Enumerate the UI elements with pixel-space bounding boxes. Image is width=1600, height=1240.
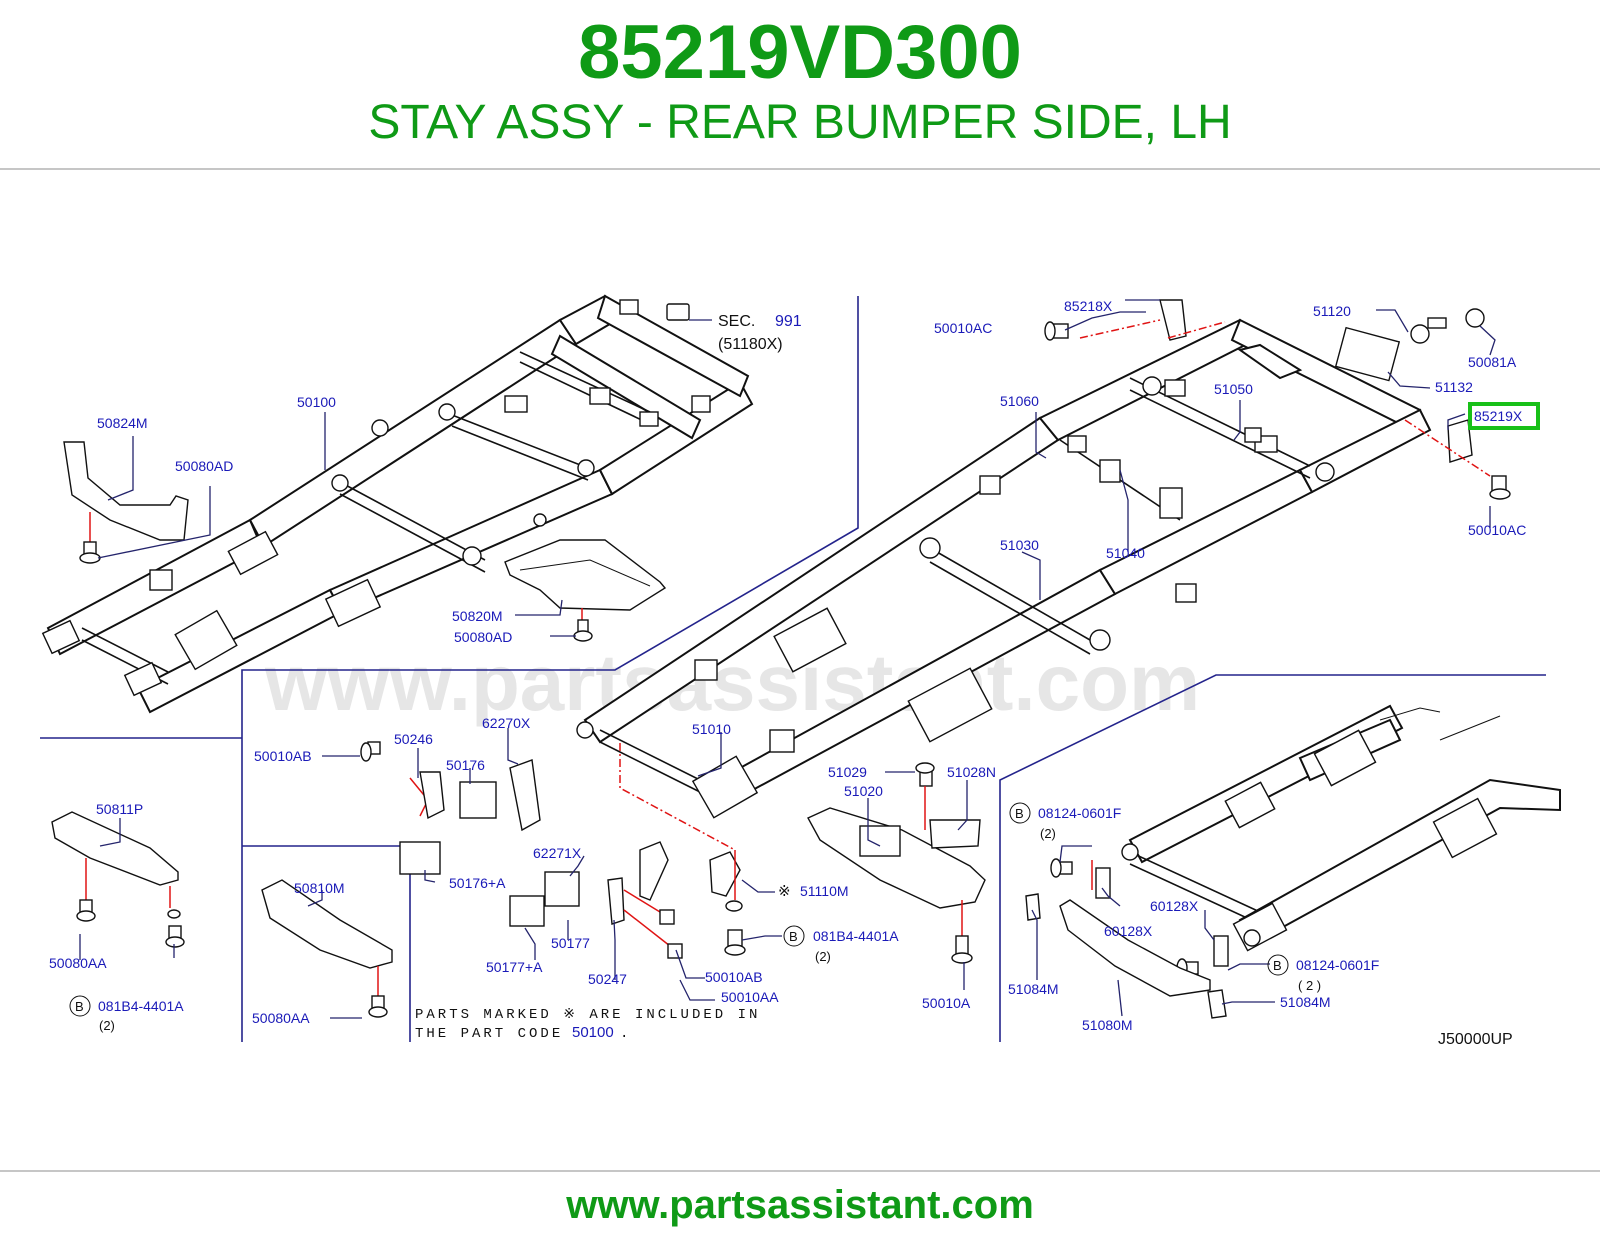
plate-50820M [504,539,667,642]
label-08124-0601F: 08124-0601F [1296,957,1379,973]
crossmember-50811P [51,811,185,948]
label-50010AB: 50010AB [705,969,763,985]
qty: (2) [99,1018,115,1033]
parts-diagram: www.partsassistant.com [40,294,1561,1048]
label-51029: 51029 [828,764,867,780]
label-50010AC: 50010AC [1468,522,1526,538]
label-50010A: 50010A [922,995,971,1011]
label-51040: 51040 [1106,545,1145,561]
label-50176: 50176 [446,757,485,773]
frame-assembly-right [576,299,1511,851]
note-end: . [620,1026,631,1042]
label-08124-0601F: 08124-0601F [1038,805,1121,821]
callout-081B4-left: B 081B4-4401A (2) [69,995,184,1033]
label-50100: 50100 [297,394,336,410]
label-51010: 51010 [692,721,731,737]
label-85219X: 85219X [1474,408,1523,424]
label-62270X: 62270X [482,715,531,731]
bracket-50810M [261,879,393,1018]
label-sec: SEC. [718,313,755,330]
transmission-mount-51020 [807,762,986,964]
label-51050: 51050 [1214,381,1253,397]
label-62271X: 62271X [533,845,582,861]
label-51060: 51060 [1000,393,1039,409]
label-sec-sub: (51180X) [718,336,783,353]
panel-separators [40,296,1546,1042]
note-line-1: PARTS MARKED ※ ARE INCLUDED IN [415,1007,760,1023]
label-50810M: 50810M [294,880,345,896]
label-51120: 51120 [1313,303,1351,319]
leader-lines [79,299,1496,1019]
label-51084M: 51084M [1008,981,1059,997]
included-mark: ※ [778,883,791,900]
callout-08124-upper: B 08124-0601F (2) [1009,802,1121,841]
footer-url[interactable]: www.partsassistant.com [566,1183,1034,1227]
qty: (2) [1040,826,1056,841]
callout-081B4-mid: B 081B4-4401A (2) [783,925,899,964]
label-50081A: 50081A [1468,354,1517,370]
frame-detail-rear [1025,704,1561,1019]
diagram-code: J50000UP [1438,1031,1513,1048]
footer-divider [0,1170,1600,1172]
frame-assembly-left [41,294,754,714]
label-50811P: 50811P [96,801,143,817]
label-50080AD: 50080AD [454,629,512,645]
label-50247: 50247 [588,971,627,987]
label-51030: 51030 [1000,537,1039,553]
label-50010AC: 50010AC [934,320,992,336]
highlight-85219X [1468,402,1540,430]
label-85218X: 85218X [1064,298,1113,314]
part-description: STAY ASSY - REAR BUMPER SIDE, LH [368,96,1232,149]
label-50177A: 50177+A [486,959,543,975]
label-50820M: 50820M [452,608,503,624]
label-51020: 51020 [844,783,883,799]
label-51080M: 51080M [1082,1017,1133,1033]
label-60128X: 60128X [1104,923,1153,939]
b-marker: B [789,929,798,944]
label-081B4-4401A: 081B4-4401A [813,928,899,944]
qty: ( 2 ) [1298,978,1321,993]
note-line-2: THE PART CODE [415,1026,563,1042]
label-51110M: 51110M [800,883,849,899]
label-sec-number: 991 [775,313,802,330]
label-50177: 50177 [551,935,590,951]
bracket-50824M [63,441,189,564]
label-50080AA: 50080AA [49,955,107,971]
header: 85219VD300 STAY ASSY - REAR BUMPER SIDE,… [0,0,1600,170]
label-50010AA: 50010AA [721,989,779,1005]
label-51132: 51132 [1435,379,1473,395]
header-divider [0,168,1600,170]
label-50246: 50246 [394,731,433,747]
label-51084M: 51084M [1280,994,1331,1010]
b-marker: B [75,999,84,1014]
mid-small-parts [360,741,746,959]
label-50010AB: 50010AB [254,748,312,764]
b-marker: B [1273,958,1282,973]
b-marker: B [1015,806,1024,821]
part-number-title: 85219VD300 [578,10,1022,95]
note-code: 50100 [572,1024,614,1041]
label-51028N: 51028N [947,764,996,780]
callout-08124-lower: B 08124-0601F ( 2 ) [1267,954,1379,993]
label-50080AA: 50080AA [252,1010,310,1026]
label-50080AD: 50080AD [175,458,233,474]
label-50176A: 50176+A [449,875,506,891]
label-081B4-4401A: 081B4-4401A [98,998,184,1014]
label-60128X: 60128X [1150,898,1199,914]
part-labels: 50824M 50080AD 50100 50820M 50080AD SEC.… [49,298,1526,1048]
qty: (2) [815,949,831,964]
label-50824M: 50824M [97,415,148,431]
